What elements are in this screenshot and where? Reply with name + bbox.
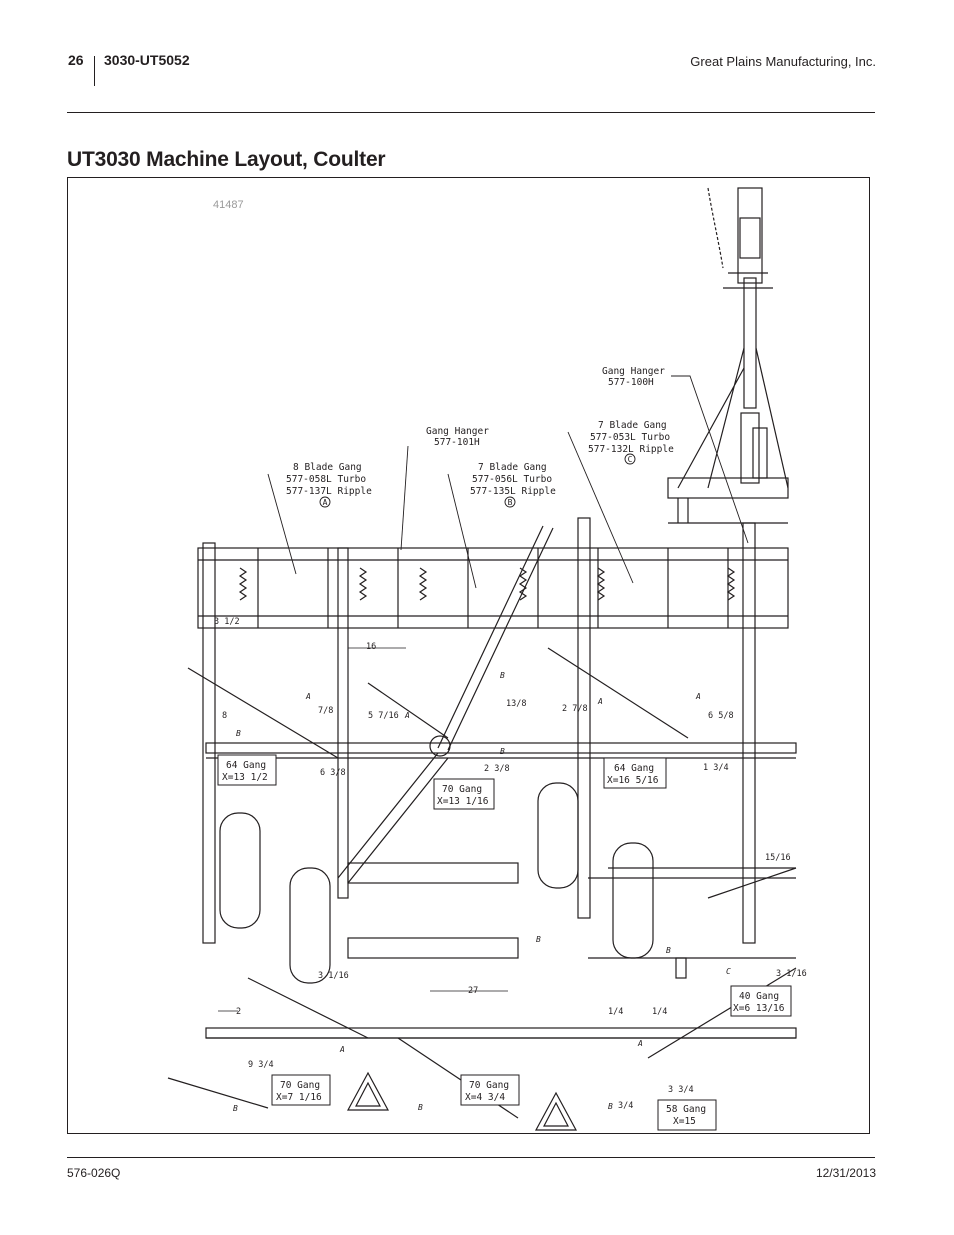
gang7b-line3: 577-135L Ripple — [470, 486, 556, 497]
wheel-right-2 — [612, 842, 654, 959]
dim-5716: 5 7/16 — [368, 711, 399, 721]
ref-letter: B — [536, 935, 541, 944]
hitch-chain — [707, 187, 724, 269]
dim-1516: 15/16 — [765, 853, 791, 863]
g64a-x: X=13 1/2 — [222, 772, 268, 783]
dim-16: 16 — [366, 642, 376, 652]
dim-2: 2 — [236, 1007, 241, 1017]
g64b-x: X=16 5/16 — [607, 775, 659, 786]
hanger-100-line1: Gang Hanger — [602, 366, 665, 377]
header-divider — [94, 56, 95, 86]
wheel-right-1 — [537, 782, 579, 889]
g58-name: 58 Gang — [666, 1104, 706, 1115]
dimension-labels: 16 27 2 3 1/2 8 7/8 5 7/16 13/8 2 7/8 2 … — [214, 617, 807, 1111]
g70b-x: X=7 1/16 — [276, 1092, 322, 1103]
g70c-x: X=4 3/4 — [465, 1092, 505, 1103]
spring-assemblies — [238, 567, 736, 601]
callout-leaders — [267, 375, 749, 589]
dim-316: 3 1/16 — [318, 971, 349, 981]
ref-letter: A — [597, 697, 603, 706]
figure-number: 41487 — [213, 199, 244, 211]
hitch-post — [737, 187, 763, 284]
ref-letter: C — [726, 967, 731, 976]
header-rule — [67, 112, 875, 113]
ref-letter: B — [233, 1104, 238, 1113]
marker-a: A — [323, 498, 328, 507]
hanger-101-line2: 577-101H — [434, 437, 480, 448]
footer-date: 12/31/2013 — [815, 1166, 876, 1180]
dim-134: 1 3/4 — [703, 763, 729, 773]
dim-8: 8 — [222, 711, 227, 721]
g70a-name: 70 Gang — [442, 784, 482, 795]
hanger-101-line1: Gang Hanger — [426, 426, 489, 437]
gang8-line1: 8 Blade Gang — [293, 462, 362, 473]
dim-14a: 1/4 — [608, 1007, 623, 1017]
dim-334: 3 3/4 — [668, 1085, 694, 1095]
dim-3half: 3 1/2 — [214, 617, 240, 627]
reference-letters: A B A B A B B A A B B B B C A — [233, 671, 731, 1113]
page-number: 26 — [68, 52, 84, 68]
gang8-line3: 577-137L Ripple — [286, 486, 372, 497]
dim-34: 3/4 — [618, 1101, 633, 1111]
ref-letter: A — [695, 692, 701, 701]
marker-b: B — [508, 498, 513, 507]
gang-box-frames — [217, 754, 792, 1131]
g70a-x: X=13 1/16 — [437, 796, 489, 807]
ref-letter: B — [418, 1103, 423, 1112]
dim-1378: 13/8 — [506, 699, 526, 709]
footer-rule — [67, 1157, 875, 1158]
dim-638: 6 3/8 — [320, 768, 346, 778]
ref-letter: B — [236, 729, 241, 738]
smv-triangle-right — [534, 1091, 578, 1131]
gang7c-line2: 577-053L Turbo — [590, 432, 670, 443]
gang7c-line3: 577-132L Ripple — [588, 444, 674, 455]
dim-27: 27 — [468, 986, 478, 996]
document-id: 3030-UT5052 — [104, 52, 190, 68]
page-title: UT3030 Machine Layout, Coulter — [67, 148, 386, 171]
g40-name: 40 Gang — [739, 991, 779, 1002]
dim-14b: 1/4 — [652, 1007, 667, 1017]
smv-triangle-left — [346, 1071, 390, 1111]
dim-278: 2 7/8 — [562, 704, 588, 714]
gang7b-line2: 577-056L Turbo — [472, 474, 552, 485]
company-name: Great Plains Manufacturing, Inc. — [690, 54, 876, 69]
wheel-left-2 — [289, 867, 331, 984]
ref-letter: A — [637, 1039, 643, 1048]
marker-c: C — [628, 455, 633, 464]
layout-drawing: 41487 Gang Hanger 577-101H Gang Hanger 5… — [167, 187, 807, 1131]
g58-x: X=15 — [673, 1116, 696, 1127]
ref-letter: B — [500, 671, 505, 680]
main-frame-beam — [205, 742, 797, 754]
g40-x: X=6 13/16 — [733, 1003, 785, 1014]
gang8-line2: 577-058L Turbo — [286, 474, 366, 485]
g64a-name: 64 Gang — [226, 760, 266, 771]
ref-letter: A — [404, 711, 410, 720]
machine-layout-figure: 41487 Gang Hanger 577-101H Gang Hanger 5… — [67, 177, 870, 1134]
ref-letter: B — [500, 747, 505, 756]
g70c-name: 70 Gang — [469, 1080, 509, 1091]
dim-658: 6 5/8 — [708, 711, 734, 721]
dim-238: 2 3/8 — [484, 764, 510, 774]
ref-letter: A — [305, 692, 311, 701]
footer-part-number: 576-026Q — [67, 1166, 121, 1180]
dim-3116: 3 1/16 — [776, 969, 807, 979]
ref-letter: A — [339, 1045, 345, 1054]
lower-frame-beam — [205, 1027, 797, 1039]
callout-labels: Gang Hanger 577-101H Gang Hanger 577-100… — [286, 366, 674, 497]
callout-markers: A B C — [323, 455, 633, 507]
g64b-name: 64 Gang — [614, 763, 654, 774]
gang7c-line1: 7 Blade Gang — [598, 420, 667, 431]
dim-78a: 7/8 — [318, 706, 333, 716]
dimension-lines — [218, 647, 508, 1012]
ref-letter: B — [608, 1102, 613, 1111]
wheel-left-1 — [219, 812, 261, 929]
gang-box-labels: 64 Gang X=13 1/2 70 Gang X=13 1/16 64 Ga… — [222, 760, 785, 1127]
gang7b-line1: 7 Blade Gang — [478, 462, 547, 473]
hanger-100-line2: 577-100H — [608, 377, 654, 388]
dim-934: 9 3/4 — [248, 1060, 274, 1070]
g70b-name: 70 Gang — [280, 1080, 320, 1091]
upper-gang-frame — [197, 547, 789, 629]
ref-letter: B — [666, 946, 671, 955]
